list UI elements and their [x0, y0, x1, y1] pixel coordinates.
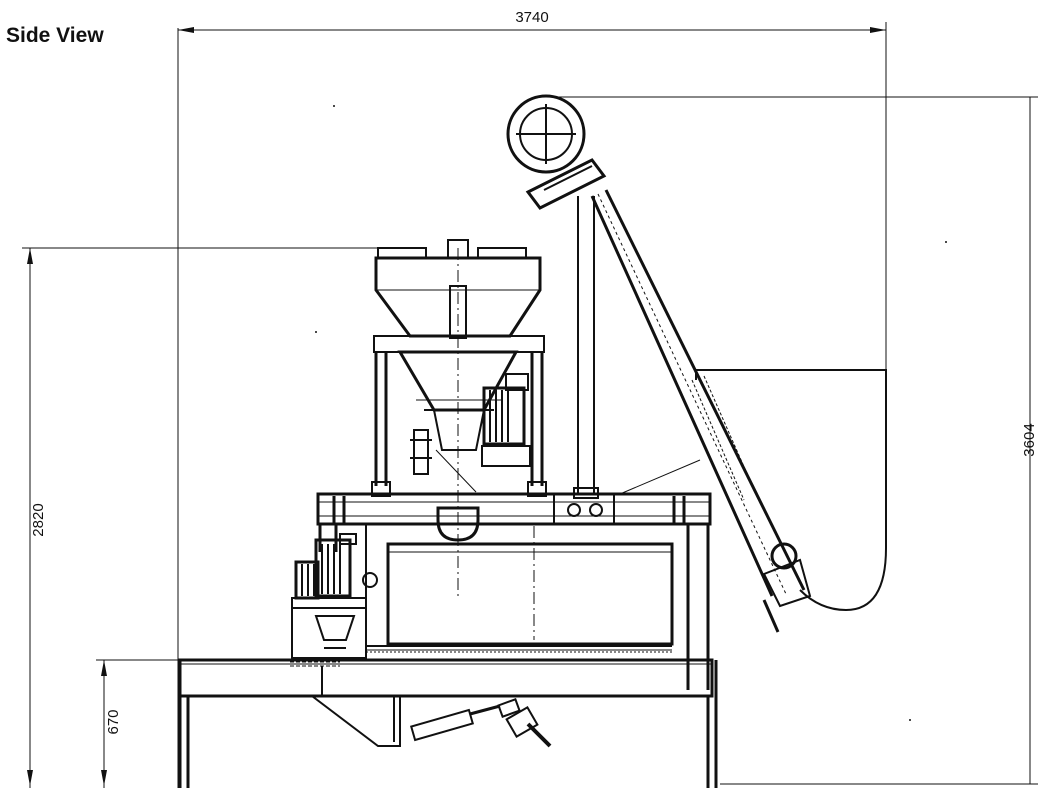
hydraulic-pump-unit [290, 533, 378, 667]
main-bridge-beam [316, 492, 712, 526]
overall-width-label: 3740 [515, 9, 548, 26]
valve-assembly [410, 429, 477, 493]
platform-height-label: 670 [105, 709, 122, 734]
mixing-tank [366, 526, 674, 653]
dimension-overall-width: 3740 [177, 9, 887, 788]
head-drive-wheel [506, 94, 586, 174]
dimension-hopper-height: 2820 [22, 247, 400, 788]
dimension-platform-height: 670 [96, 659, 188, 788]
top-hopper [374, 239, 542, 600]
hopper-motor [481, 373, 531, 467]
base-platform [178, 658, 718, 788]
underside-hydraulic-cylinder [309, 695, 552, 748]
overall-height-label: 3604 [1021, 423, 1038, 456]
hopper-support-frame [371, 335, 547, 497]
discharge-bowl [436, 506, 480, 542]
mixer-frame [318, 524, 710, 690]
scan-dots [315, 105, 947, 721]
aggregate-feed-hopper [619, 369, 887, 612]
inclined-screw-conveyor [525, 158, 812, 633]
dimension-overall-height: 3604 [546, 96, 1038, 785]
hopper-height-label: 2820 [30, 503, 47, 536]
view-title: Side View [6, 24, 104, 47]
